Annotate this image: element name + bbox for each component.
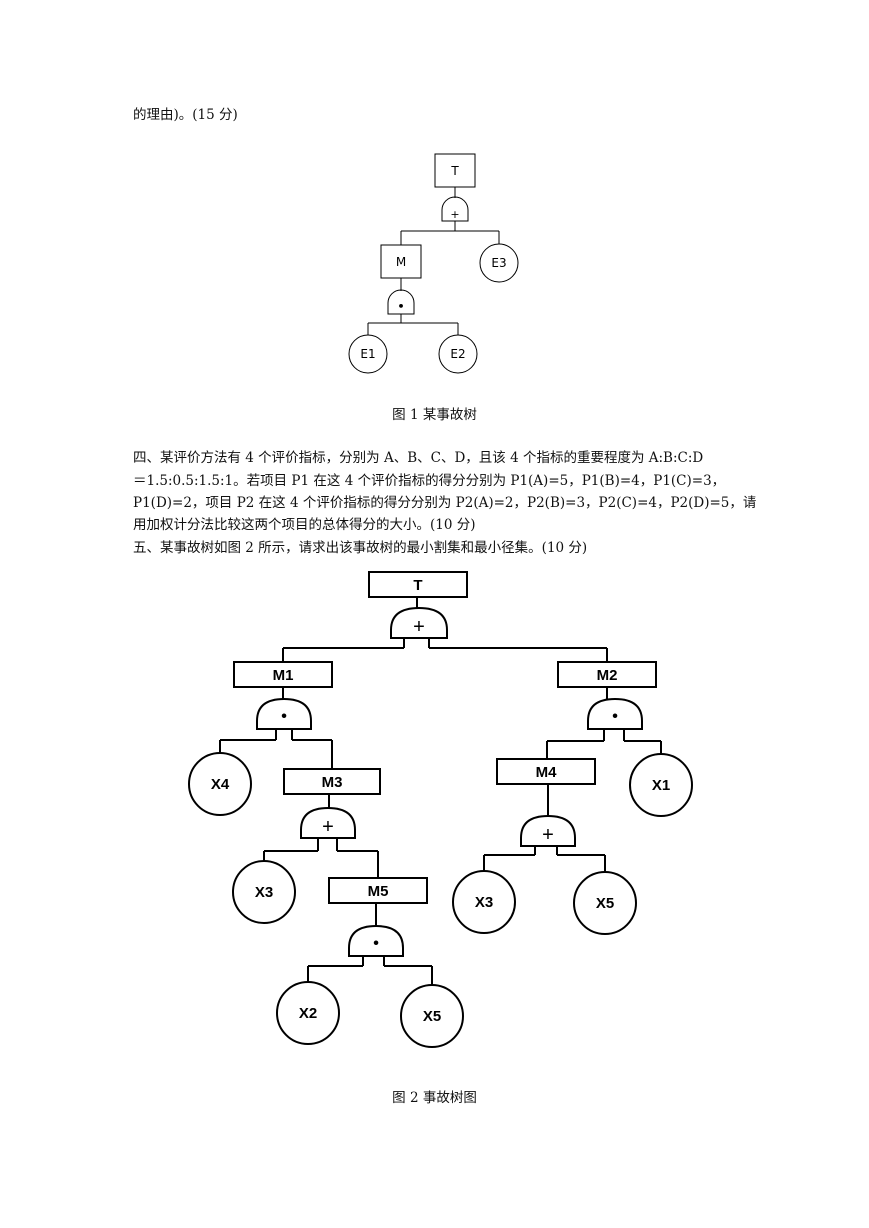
fig2-m3-box bbox=[283, 768, 381, 795]
fig2-m2-label: M2 bbox=[597, 667, 618, 684]
fig2-basic-event-x3-left bbox=[232, 860, 296, 924]
fig1-and-gate bbox=[387, 289, 415, 315]
figure1-caption: 图 1 某事故树 bbox=[392, 407, 477, 423]
question4-line-2: ＝1.5:0.5:1.5:1。若项目 P1 在这 4 个评价指标的得分分别为 P… bbox=[133, 473, 726, 489]
fig2-m2-and-symbol: • bbox=[612, 708, 618, 725]
fig1-basic-event-e2 bbox=[438, 334, 478, 374]
question4-line-4: 用加权计分法比较这两个项目的总体得分的大小。(10 分) bbox=[133, 517, 476, 533]
fig2-top-or-symbol: + bbox=[413, 616, 425, 638]
question4-line-1: 四、某评价方法有 4 个评价指标，分别为 A、B、C、D，且该 4 个指标的重要… bbox=[133, 450, 704, 466]
fig2-x1-label: X1 bbox=[652, 777, 670, 794]
fig2-m3-or-symbol: + bbox=[322, 816, 334, 838]
figure2-caption: 图 2 事故树图 bbox=[392, 1090, 477, 1106]
intro-line: 的理由)。(15 分) bbox=[133, 107, 238, 123]
fig2-m3-label: M3 bbox=[322, 774, 343, 791]
fig2-basic-event-x3-right bbox=[452, 870, 516, 934]
fig1-intermediate-label: M bbox=[396, 255, 406, 269]
fig2-x5-right-label: X5 bbox=[596, 895, 614, 912]
fig2-m4-label: M4 bbox=[536, 764, 557, 781]
fig1-and-symbol: • bbox=[397, 300, 404, 313]
fig1-top-event-label: T bbox=[450, 164, 459, 178]
fig2-m5-and-symbol: • bbox=[373, 935, 379, 952]
fig2-m2-and-gate bbox=[587, 697, 643, 730]
fig2-m3-or-gate bbox=[300, 806, 356, 839]
question5-text: 五、某事故树如图 2 所示，请求出该事故树的最小割集和最小径集。(10 分) bbox=[133, 540, 588, 556]
fig2-m1-label: M1 bbox=[273, 667, 294, 684]
fig1-e3-label: E3 bbox=[491, 256, 506, 270]
fig2-basic-event-x4 bbox=[188, 752, 252, 816]
fig2-m4-box bbox=[496, 758, 596, 785]
fig1-or-symbol: + bbox=[450, 208, 459, 221]
fig2-basic-event-x1 bbox=[629, 753, 693, 817]
fault-tree-figure-1: T + M • E1 E2 E3 bbox=[348, 153, 519, 374]
fig2-m5-and-gate bbox=[348, 924, 404, 957]
fig2-x3-right-label: X3 bbox=[475, 894, 493, 911]
fig2-m1-and-gate bbox=[256, 697, 312, 730]
fig1-basic-event-e3 bbox=[479, 243, 519, 283]
fig2-m4-or-gate bbox=[520, 814, 576, 847]
fig2-basic-event-x5-bottom bbox=[400, 984, 464, 1048]
fig2-top-or-gate bbox=[390, 606, 448, 639]
fig2-x5-bottom-label: X5 bbox=[423, 1008, 441, 1025]
fault-tree-figure-2: T + M1 • M2 • M3 + M4 + M5 • X4 X1 X3 X3… bbox=[188, 571, 693, 1048]
fig2-x4-label: X4 bbox=[211, 776, 230, 793]
fig2-m5-label: M5 bbox=[368, 883, 389, 900]
fig2-m1-and-symbol: • bbox=[281, 708, 287, 725]
fig1-e2-label: E2 bbox=[450, 347, 465, 361]
fig2-m5-box bbox=[328, 877, 428, 904]
question4-line-3: P1(D)=2，项目 P2 在这 4 个评价指标的得分分别为 P2(A)=2，P… bbox=[133, 495, 757, 511]
fig2-x2-label: X2 bbox=[299, 1005, 317, 1022]
fig2-x3-left-label: X3 bbox=[255, 884, 273, 901]
fig1-basic-event-e1 bbox=[348, 334, 388, 374]
fig2-m4-or-symbol: + bbox=[542, 824, 554, 846]
fig2-basic-event-x2 bbox=[276, 981, 340, 1045]
fig2-top-event-label: T bbox=[413, 577, 422, 594]
fig2-basic-event-x5-right bbox=[573, 871, 637, 935]
fig1-e1-label: E1 bbox=[360, 347, 375, 361]
fig1-or-gate bbox=[441, 196, 469, 222]
